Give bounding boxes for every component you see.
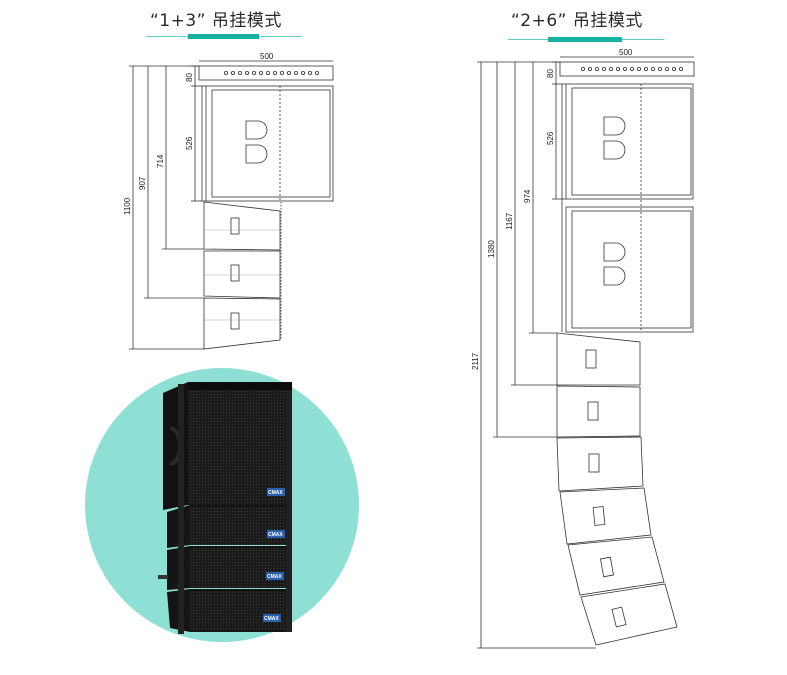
brand-label-2: CMAX: [268, 532, 283, 538]
left-dim-500: 500: [260, 52, 274, 61]
left-dim-714: 714: [156, 154, 165, 168]
brand-label-1: CMAX: [268, 490, 283, 496]
right-array-drawing: [477, 56, 695, 649]
left-array-box-2: [203, 250, 281, 299]
left-dim-1100: 1100: [123, 197, 132, 215]
right-array-box-5: [567, 536, 665, 596]
right-subwoofer-2: [565, 206, 694, 333]
right-rigging-holes: [581, 67, 684, 72]
left-rigging-holes: [223, 71, 319, 76]
speaker-stack: CMAX CMAX CMAX CMAX: [158, 382, 292, 634]
left-title-accent: [188, 34, 259, 39]
left-box3-handle: [230, 312, 240, 330]
right-config-title: “2+6” 吊挂模式: [511, 11, 643, 31]
left-box2-handle: [230, 264, 240, 282]
right-array-box-1: [556, 332, 641, 386]
left-dim-907: 907: [138, 176, 147, 190]
left-subwoofer-box: [205, 85, 334, 202]
left-sub-port-lower: [245, 144, 268, 164]
left-dim-80: 80: [185, 73, 194, 82]
right-dim-974: 974: [523, 189, 532, 203]
left-rigging-frame: [198, 65, 334, 81]
right-array-box-4: [559, 487, 652, 545]
right-title-accent: [548, 37, 622, 42]
right-dim-1167: 1167: [505, 212, 514, 230]
left-dim-526: 526: [185, 136, 194, 150]
right-array-box-3: [556, 436, 644, 492]
right-array-box-6: [580, 583, 678, 646]
right-dim-1380: 1380: [487, 240, 496, 258]
right-dim-2117: 2117: [471, 352, 480, 370]
left-box1-handle: [230, 217, 240, 235]
right-subwoofer-1: [565, 83, 694, 200]
right-rigging-frame: [559, 61, 695, 77]
left-array-drawing: [129, 60, 334, 350]
left-subwoofer-front: [211, 89, 331, 198]
product-photo: CMAX CMAX CMAX CMAX: [85, 368, 359, 642]
brand-label-4: CMAX: [264, 616, 279, 622]
left-sub-port-upper: [245, 120, 268, 140]
right-array-box-2: [556, 385, 641, 438]
brand-label-3: CMAX: [267, 574, 282, 580]
right-dim-500: 500: [619, 48, 633, 57]
right-dim-526: 526: [546, 131, 555, 145]
left-array-box-1: [203, 201, 281, 251]
left-config-title: “1+3” 吊挂模式: [150, 11, 282, 31]
right-dim-80: 80: [546, 69, 555, 78]
left-array-box-3: [203, 297, 281, 350]
